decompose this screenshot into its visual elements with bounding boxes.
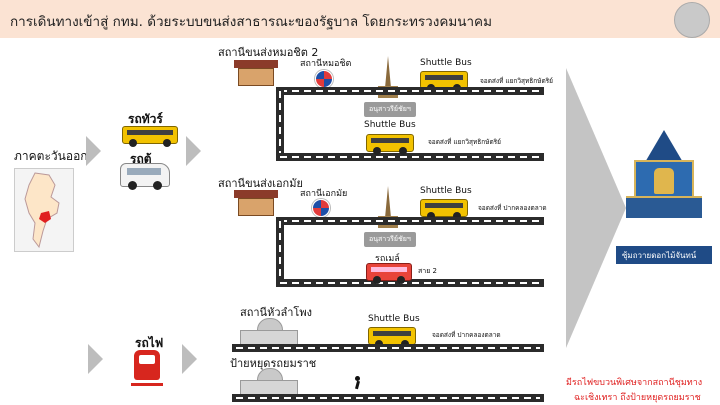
shuttle-label: Shuttle Bus: [368, 314, 420, 324]
railway-station-icon: [240, 318, 298, 346]
destination-label: ซุ้มถวายดอกไม้จันทน์: [622, 251, 697, 260]
van-icon: [120, 163, 170, 190]
shuttle-bus-icon: [366, 134, 414, 155]
monument-label: อนุสาวรีย์ชัยฯ: [364, 232, 416, 247]
stop-label: จอดส่งที่ ปากคลองตลาด: [478, 204, 547, 212]
stop-label: จอดส่งที่ แยกวิสุทธิกษัตริย์: [480, 77, 553, 85]
road: [232, 394, 544, 402]
shuttle-label: Shuttle Bus: [364, 120, 416, 130]
bts-logo-icon: [315, 70, 333, 88]
shuttle-bus-icon: [420, 199, 468, 220]
railway-station-icon: [240, 368, 298, 396]
road: [276, 279, 544, 287]
bus-terminal-icon: [234, 60, 278, 86]
station-hualamphong-label: สถานีหัวลำโพง: [240, 306, 312, 319]
note-line-2: ฉะเชิงเทรา ถึงป้ายหยุดรถยมราช: [574, 393, 701, 403]
note-line-1: มีรถไฟขบวนพิเศษจากสถานีชุมทาง: [566, 378, 703, 388]
bts-logo-icon: [312, 199, 330, 217]
mode-train-label: รถไฟ: [135, 336, 164, 350]
thailand-map-icon: [14, 168, 74, 252]
city-bus-label: รถเมล์: [375, 254, 400, 264]
destination-label-box: ซุ้มถวายดอกไม้จันทน์: [616, 246, 712, 264]
shuttle-label: Shuttle Bus: [420, 58, 472, 68]
bts-mochit-label: สถานีหมอชิต: [300, 59, 352, 69]
road: [276, 153, 544, 161]
ministry-seal-icon: [674, 2, 710, 38]
stop-label: จอดส่งที่ แยกวิสุทธิกษัตริย์: [428, 138, 501, 146]
tour-bus-icon: [122, 126, 178, 147]
road: [276, 87, 544, 95]
arrow-chevron-icon: [186, 136, 201, 166]
large-arrow-icon: [566, 68, 626, 348]
arrow-chevron-icon: [86, 136, 101, 166]
city-bus-icon: [366, 263, 412, 284]
bts-ekkamai-label: สถานีเอกมัย: [300, 189, 348, 199]
shuttle-label: Shuttle Bus: [420, 186, 472, 196]
mode-tour-bus-label: รถทัวร์: [128, 112, 163, 126]
terminal-mochit-label: สถานีขนส่งหมอชิต 2: [218, 46, 319, 59]
royal-pavilion-icon: [626, 130, 702, 218]
mode-van-label: รถตู้: [130, 152, 152, 166]
arrow-chevron-icon: [182, 344, 197, 374]
arrow-chevron-icon: [88, 344, 103, 374]
walking-person-icon: [352, 376, 362, 392]
shuttle-bus-icon: [368, 327, 416, 348]
bus-terminal-icon: [234, 190, 278, 216]
road: [276, 87, 284, 161]
halt-yommarat-label: ป้ายหยุดรถยมราช: [230, 357, 317, 370]
header-bar: การเดินทางเข้าสู่ กทม. ด้วยระบบขนส่งสาธา…: [0, 0, 720, 38]
region-label: ภาคตะวันออก: [14, 149, 88, 163]
train-icon: [131, 350, 163, 386]
bus-line-label: สาย 2: [418, 267, 437, 275]
road: [232, 344, 544, 352]
page-title: การเดินทางเข้าสู่ กทม. ด้วยระบบขนส่งสาธา…: [10, 14, 492, 30]
road: [276, 217, 284, 287]
terminal-ekkamai-label: สถานีขนส่งเอกมัย: [218, 177, 303, 190]
stop-label: จอดส่งที่ ปากคลองตลาด: [432, 331, 501, 339]
monument-label: อนุสาวรีย์ชัยฯ: [364, 102, 416, 117]
road: [276, 217, 544, 225]
